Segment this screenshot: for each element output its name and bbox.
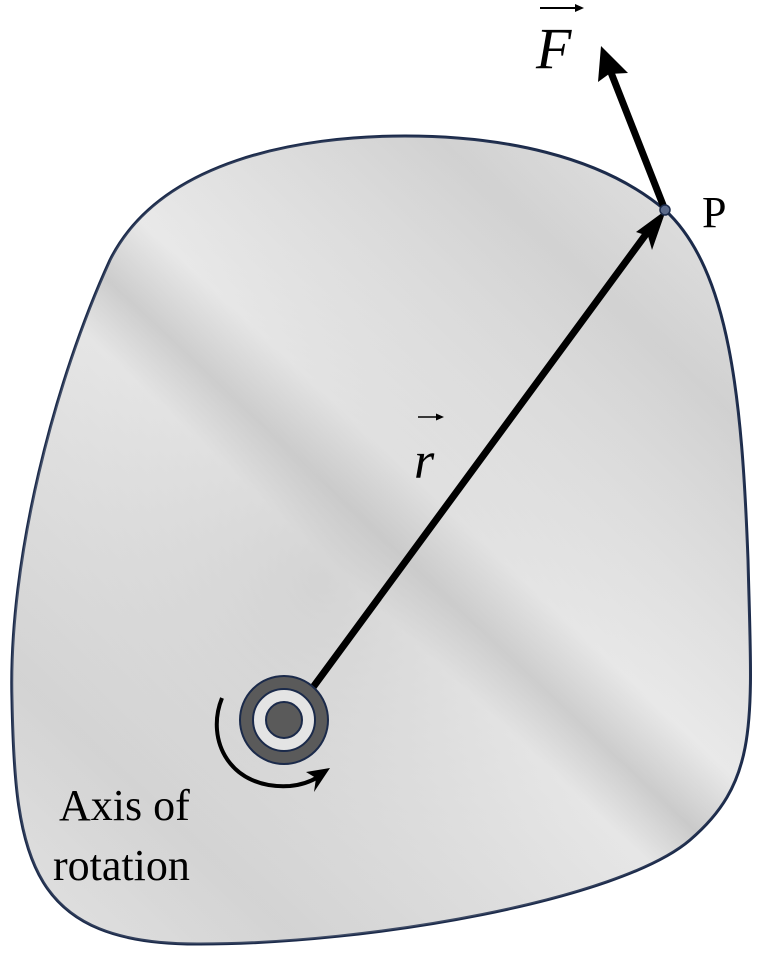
point-label: P [702,188,726,237]
force-label: F [535,4,584,81]
rotation-arrow-icon [214,697,330,792]
force-label-text: F [535,16,572,81]
position-vector [297,210,666,708]
position-label-text: r [414,433,435,490]
force-vector [598,46,669,212]
pivot-icon [239,675,329,765]
axis-label-line1: Axis of [59,781,190,830]
force-vector-arrowhead [598,46,628,82]
point-p-marker [659,204,671,216]
position-label: r [414,413,444,490]
position-vector-arrowhead [636,210,666,250]
axis-label-line2: rotation [53,841,190,890]
